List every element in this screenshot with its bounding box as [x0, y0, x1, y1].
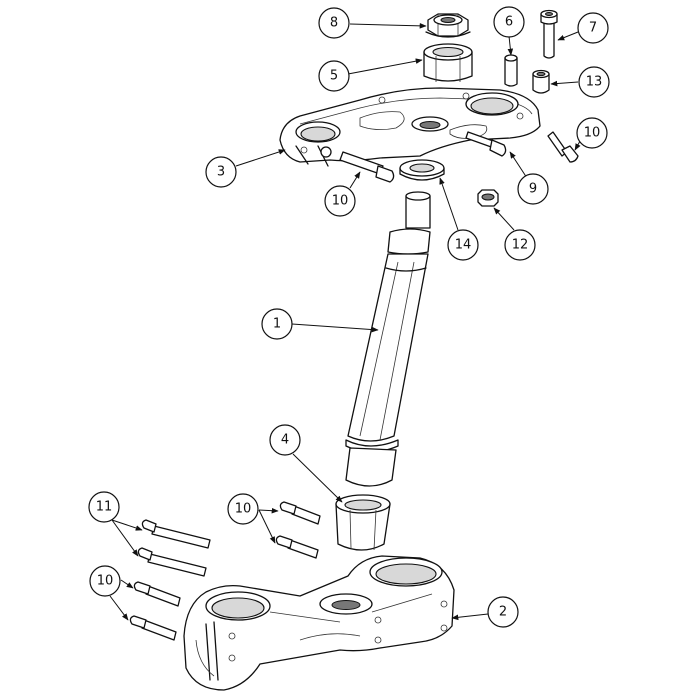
callout-10-upper-right: 10 — [576, 117, 608, 149]
part-lower-clamp — [183, 555, 455, 691]
part-bolt-9 — [465, 131, 507, 157]
svg-text:12: 12 — [512, 238, 529, 253]
part-lower-bushing — [335, 494, 391, 551]
svg-text:11: 11 — [96, 500, 113, 515]
svg-text:10: 10 — [235, 502, 252, 517]
callout-8: 8 — [318, 7, 350, 39]
part-long-bolt — [540, 9, 558, 59]
svg-text:6: 6 — [505, 15, 513, 30]
callout-5: 5 — [318, 60, 350, 92]
callout-13: 13 — [578, 66, 610, 98]
callout-10-lower: 10 — [89, 565, 121, 597]
part-washer — [399, 159, 445, 181]
leader-lines — [109, 23, 585, 621]
svg-text:9: 9 — [529, 182, 537, 197]
svg-text:3: 3 — [217, 165, 225, 180]
part-nut — [425, 13, 471, 38]
svg-text:10: 10 — [332, 194, 349, 209]
part-bolts-lower — [129, 581, 181, 641]
callout-4: 4 — [269, 424, 301, 456]
callout-3: 3 — [205, 156, 237, 188]
part-bolt-under-clamp — [339, 151, 395, 183]
part-top-bushing — [423, 43, 473, 82]
part-small-bushing — [532, 69, 550, 94]
callout-9: 9 — [517, 173, 549, 205]
callout-11: 11 — [88, 491, 120, 523]
svg-text:13: 13 — [586, 75, 603, 90]
callout-2: 2 — [487, 596, 519, 628]
svg-text:4: 4 — [281, 433, 289, 448]
callout-12: 12 — [504, 229, 536, 261]
svg-text:1: 1 — [273, 317, 281, 332]
part-pin — [504, 54, 518, 87]
callout-1: 1 — [261, 308, 293, 340]
callout-10-under-clamp: 10 — [324, 185, 356, 217]
callout-14: 14 — [447, 229, 479, 261]
part-long-bolts — [137, 519, 211, 577]
callout-7: 7 — [577, 12, 609, 44]
part-small-nut — [477, 189, 499, 207]
part-bolt-upper-right — [547, 131, 579, 163]
svg-text:14: 14 — [455, 238, 472, 253]
part-steering-stem — [345, 191, 431, 487]
part-upper-clamp — [279, 87, 541, 167]
part-bolts-mid — [275, 501, 321, 559]
callout-10-mid: 10 — [227, 493, 259, 525]
svg-text:7: 7 — [589, 21, 597, 36]
callout-6: 6 — [493, 6, 525, 38]
svg-text:2: 2 — [499, 605, 507, 620]
svg-text:10: 10 — [584, 126, 601, 141]
svg-text:8: 8 — [330, 16, 338, 31]
svg-text:10: 10 — [97, 574, 114, 589]
svg-text:5: 5 — [330, 69, 338, 84]
